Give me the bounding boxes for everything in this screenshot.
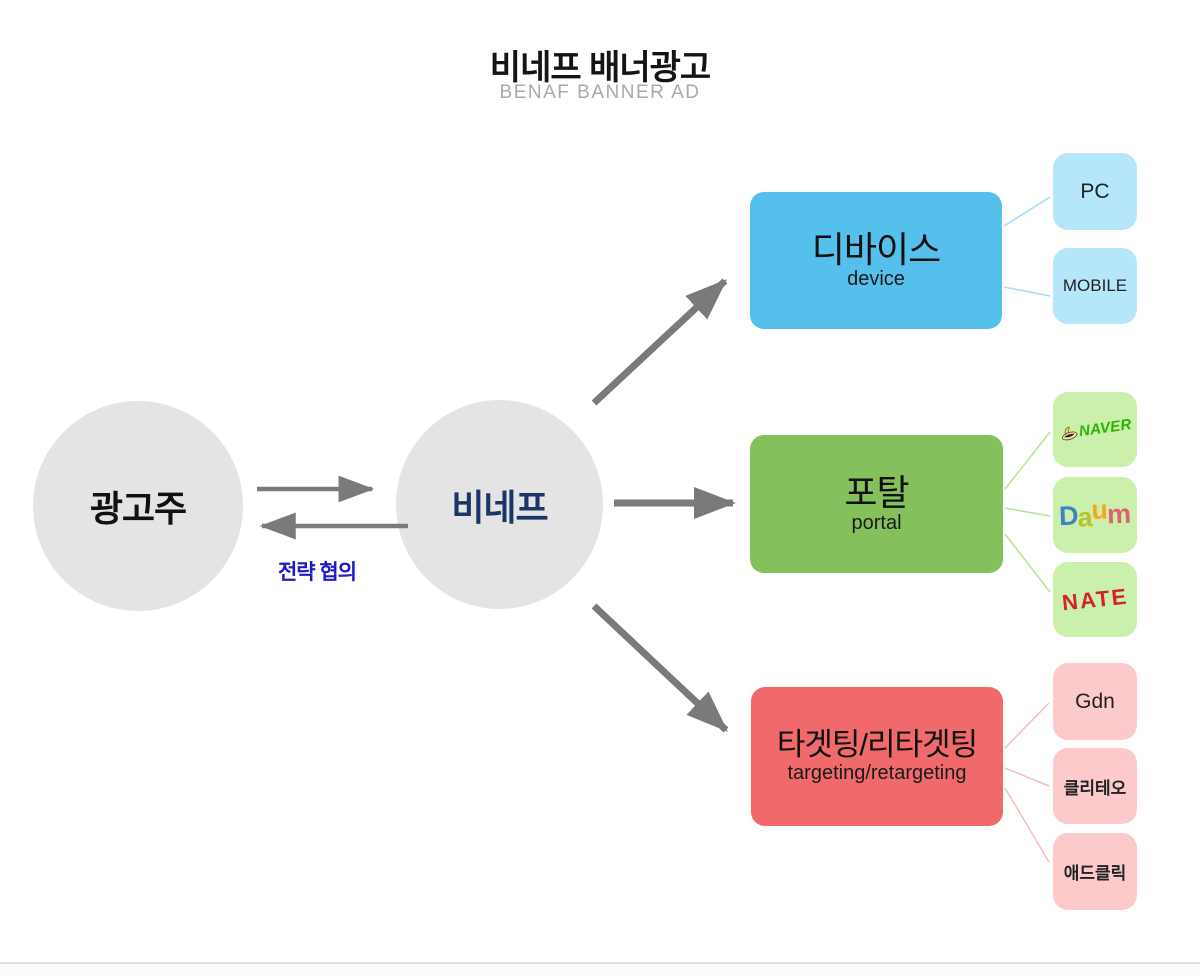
connector-targeting-adclick xyxy=(1004,787,1050,863)
page-subtitle: BENAF BANNER AD xyxy=(499,82,701,103)
page-title: 비네프 배너광고 xyxy=(489,49,711,87)
portal-leaf-nate: NATE xyxy=(1053,562,1137,637)
targeting-node: 타겟팅/리타겟팅 targeting/retargeting xyxy=(751,687,1003,826)
daum-logo: Daum xyxy=(1058,494,1131,532)
gdn-label: Gdn xyxy=(1075,689,1115,713)
connector-portal-naver xyxy=(1004,431,1051,490)
daum-letter-u: u xyxy=(1091,494,1108,525)
connector-targeting-gdn xyxy=(1004,702,1050,749)
pc-label: PC xyxy=(1080,179,1110,203)
portal-subtitle: portal xyxy=(851,511,902,534)
portal-title: 포탈 xyxy=(844,472,909,514)
advertiser-label: 광고주 xyxy=(89,488,187,529)
naver-logo-text: NAVER xyxy=(1077,416,1133,441)
arrow-benaf-to-targeting xyxy=(591,603,729,733)
connector-portal-nate xyxy=(1004,533,1051,593)
nate-logo: NATE xyxy=(1060,583,1130,615)
connector-device-mobile xyxy=(1003,286,1051,297)
connector-targeting-criteo xyxy=(1004,767,1050,787)
targeting-leaf-adclick: 애드클릭 xyxy=(1053,833,1137,910)
mobile-label: MOBILE xyxy=(1062,276,1128,295)
naver-hat-icon xyxy=(1061,426,1077,441)
device-title: 디바이스 xyxy=(811,228,941,270)
strategy-consultation-label: 전략 협의 xyxy=(277,561,357,584)
portal-leaf-daum: Daum xyxy=(1053,477,1137,553)
portal-node: 포탈 portal xyxy=(750,435,1003,573)
benaf-node: 비네프 xyxy=(396,400,603,609)
connector-device-pc xyxy=(1003,196,1051,227)
daum-letter-m: m xyxy=(1106,498,1131,530)
targeting-title: 타겟팅/리타겟팅 xyxy=(776,727,978,763)
arrow-benaf-to-device xyxy=(591,278,728,406)
portal-leaf-naver: NAVER xyxy=(1053,392,1137,467)
targeting-leaf-criteo: 클리테오 xyxy=(1053,748,1137,824)
bottom-strip xyxy=(0,964,1200,976)
connector-portal-daum xyxy=(1004,507,1051,517)
device-subtitle: device xyxy=(847,268,905,291)
criteo-label: 클리테오 xyxy=(1063,778,1127,798)
targeting-subtitle: targeting/retargeting xyxy=(787,761,967,784)
device-node: 디바이스 device xyxy=(750,192,1002,329)
targeting-leaf-gdn: Gdn xyxy=(1053,663,1137,740)
device-leaf-mobile: MOBILE xyxy=(1053,248,1137,324)
device-leaf-pc: PC xyxy=(1053,153,1137,230)
daum-letter-d: D xyxy=(1058,500,1079,531)
bottom-divider xyxy=(0,962,1200,964)
naver-logo: NAVER xyxy=(1058,416,1133,443)
adclick-label: 애드클릭 xyxy=(1063,864,1127,883)
advertiser-node: 광고주 xyxy=(33,401,243,611)
benaf-label: 비네프 xyxy=(451,486,548,528)
